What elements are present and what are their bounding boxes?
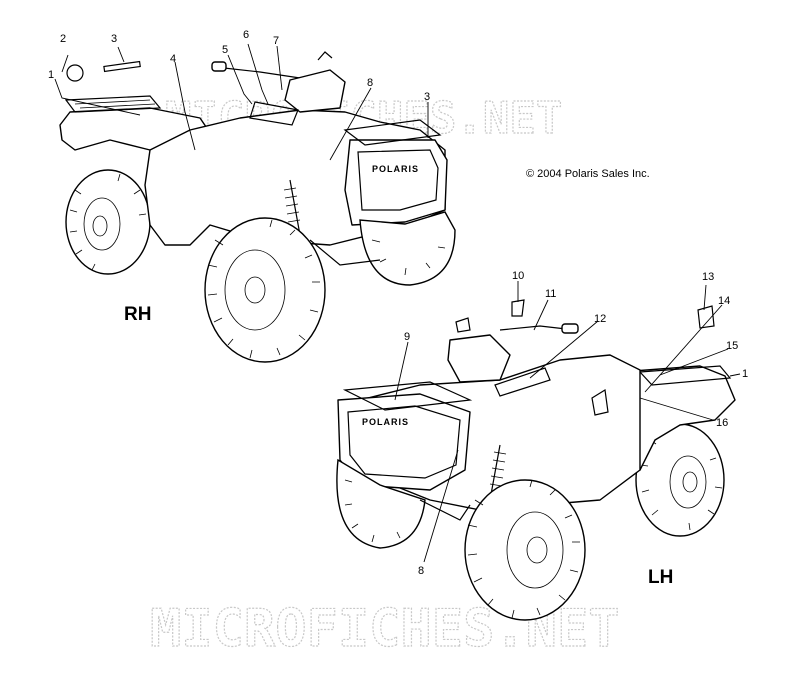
rh-callouts: 2 3 1 4 6 5 7 8 3 <box>48 29 430 103</box>
callout-rh-2: 2 <box>60 33 66 45</box>
lh-callouts: 10 11 13 14 12 9 15 1 16 8 <box>404 270 748 577</box>
view-label-rh: RH <box>124 304 151 325</box>
rh-leader-lines <box>54 43 429 161</box>
lh-far-front-tire <box>336 458 426 549</box>
callout-rh-5: 5 <box>222 44 228 56</box>
atv-left-hand-view: POLARIS <box>336 317 736 621</box>
lh-leader-lines <box>394 281 741 563</box>
lh-brand-logo: POLARIS <box>362 417 409 427</box>
callout-lh-10: 10 <box>512 270 524 282</box>
rh-rear-tire <box>65 169 151 275</box>
callout-rh-6: 6 <box>243 29 249 41</box>
callout-lh-14: 14 <box>718 295 730 307</box>
rh-front-shock <box>289 179 301 236</box>
lh-front-rack <box>342 381 473 411</box>
rh-front-tire <box>204 217 326 363</box>
rh-tank-decal <box>249 101 299 126</box>
view-label-lh: LH <box>648 567 673 588</box>
rh-headlight-pod <box>284 69 346 113</box>
callout-lh-16: 16 <box>716 417 728 429</box>
atv-right-hand-view: POLARIS <box>59 51 456 363</box>
rh-front-rack <box>343 119 442 146</box>
callout-rh-3b: 3 <box>424 91 430 103</box>
callout-rh-8: 8 <box>367 77 373 89</box>
callout-lh-13: 13 <box>702 271 714 283</box>
callout-lh-11: 11 <box>545 288 556 300</box>
callout-lh-12: 12 <box>594 313 606 325</box>
callout-lh-8: 8 <box>418 565 424 577</box>
callout-rh-1: 1 <box>48 69 54 81</box>
copyright-notice: © 2004 Polaris Sales Inc. <box>526 168 650 180</box>
rh-brand-logo: POLARIS <box>372 164 419 174</box>
lh-front-tire <box>464 479 586 621</box>
rh-rear-rack <box>64 95 162 113</box>
callout-rh-3a: 3 <box>111 33 117 45</box>
lh-headlight-pod <box>447 334 511 383</box>
callout-rh-4: 4 <box>170 53 176 65</box>
callout-rh-7: 7 <box>273 35 279 47</box>
rh-handlebar <box>214 66 301 79</box>
callout-lh-1: 1 <box>742 368 748 380</box>
lh-rear-rack <box>638 365 732 386</box>
rh-far-front-tire <box>359 211 456 286</box>
callout-lh-9: 9 <box>404 331 410 343</box>
emblem-decal-shape <box>66 64 84 82</box>
lh-tank-decal <box>494 367 551 397</box>
callout-lh-15: 15 <box>726 340 738 352</box>
